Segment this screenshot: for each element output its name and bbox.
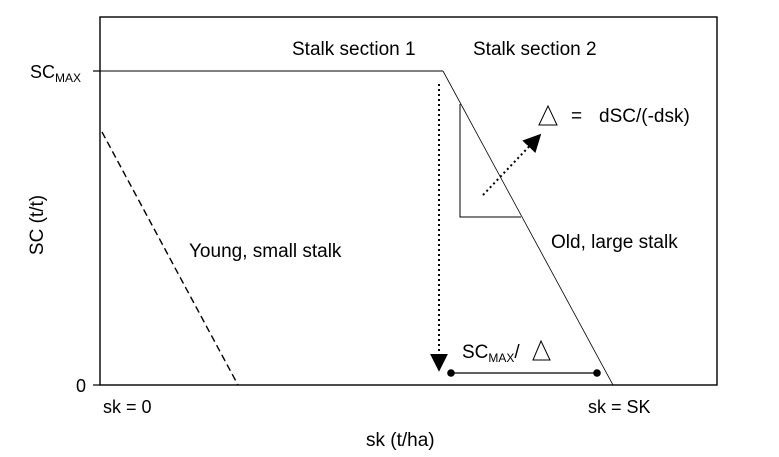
interval-label: SCMAX/: [462, 342, 520, 365]
y-tick-scmax-main: SC: [30, 62, 55, 82]
y-axis-title: SC (t/t): [27, 195, 48, 255]
interval-label-sub: MAX: [488, 351, 514, 365]
interval-label-main: SC: [462, 342, 488, 363]
interval-bar-start-dot: [447, 369, 455, 377]
delta-triangle-icon: [538, 104, 558, 126]
slope-equals-sign: =: [571, 106, 582, 127]
interval-bar-end-dot: [593, 369, 601, 377]
young-stalk-label: Young, small stalk: [189, 241, 342, 262]
x-axis-title: sk (t/ha): [366, 430, 435, 451]
slope-triangle: [459, 104, 521, 218]
plot-frame: [99, 16, 718, 386]
interval-label-div: /: [514, 342, 520, 363]
young-stalk-dashed-line: [101, 131, 239, 386]
slope-definition: dSC/(-dsk): [599, 106, 690, 127]
section-2-label: Stalk section 2: [473, 39, 597, 60]
y-tick-label-scmax: SCMAX: [30, 62, 81, 85]
x-tick-label-start: sk = 0: [103, 397, 152, 417]
x-tick-label-end: sk = SK: [588, 397, 651, 417]
dotted-slope-arrow: [482, 133, 542, 196]
old-stalk-decline-line: [442, 70, 614, 386]
old-stalk-label: Old, large stalk: [551, 232, 678, 253]
section-1-label: Stalk section 1: [292, 39, 416, 60]
y-tick-scmax-sub: MAX: [55, 71, 81, 85]
delta-triangle-icon-interval: [532, 339, 551, 361]
y-tick-label-zero: 0: [76, 376, 86, 396]
